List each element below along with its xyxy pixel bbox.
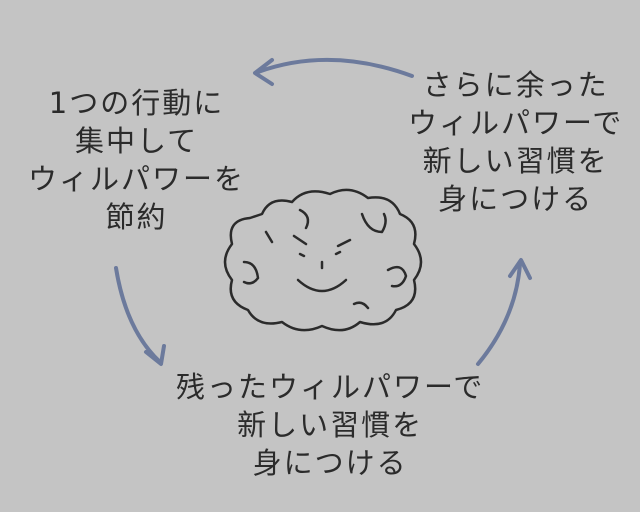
right-step-line: 新しい習慣を [408,142,623,180]
arrow-top [255,60,412,84]
smiling-brain-icon [225,190,421,330]
left-step-line: 節約 [28,198,245,236]
left-step-line: 1つの行動に [28,84,245,122]
arrow-left [116,268,164,364]
arrow-right [478,260,530,364]
right-step-line: さらに余った [408,66,623,104]
bottom-step-line: 新しい習慣を [176,406,484,444]
bottom-step-line: 身につける [176,444,484,482]
left-step-text: 1つの行動に 集中して ウィルパワーを 節約 [28,84,245,236]
left-step-line: ウィルパワーを [28,160,245,198]
right-step-line: 身につける [408,180,623,218]
bottom-step-text: 残ったウィルパワーで 新しい習慣を 身につける [176,368,484,482]
right-step-text: さらに余った ウィルパワーで 新しい習慣を 身につける [408,66,623,218]
left-step-line: 集中して [28,122,245,160]
right-step-line: ウィルパワーで [408,104,623,142]
bottom-step-line: 残ったウィルパワーで [176,368,484,406]
